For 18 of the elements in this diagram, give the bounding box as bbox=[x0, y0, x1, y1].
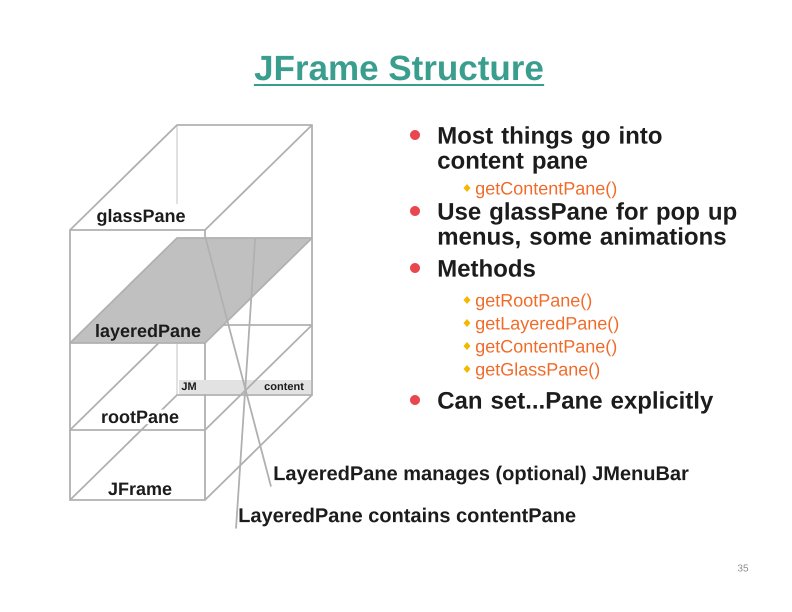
bullet-text: Can set...Pane explicitly bbox=[438, 391, 714, 414]
method-name: getRootPane() bbox=[476, 293, 592, 310]
callout-text: LayeredPane contains contentPane bbox=[240, 508, 576, 526]
leader-line bbox=[235, 238, 256, 529]
bullet-text: Methods bbox=[438, 259, 535, 277]
method-name: getContentPane() bbox=[476, 339, 616, 356]
bullet-text: Most things go into content pane bbox=[438, 126, 662, 174]
method-name: getLayeredPane() bbox=[476, 316, 618, 334]
leader-line bbox=[204, 238, 272, 487]
title: JFrame Structure bbox=[254, 56, 544, 86]
strip-label: JM bbox=[182, 382, 196, 390]
page-number: 35 bbox=[738, 564, 748, 572]
method-name: getGlassPane() bbox=[476, 362, 600, 380]
strip-label: content bbox=[264, 382, 304, 390]
bullet-text: Use glassPane for pop up menus, some animations bbox=[438, 202, 736, 248]
pane-layer: glassPane bbox=[69, 124, 313, 231]
pane-layer: layeredPane bbox=[69, 237, 313, 344]
method-name: getContentPane() bbox=[476, 181, 616, 198]
